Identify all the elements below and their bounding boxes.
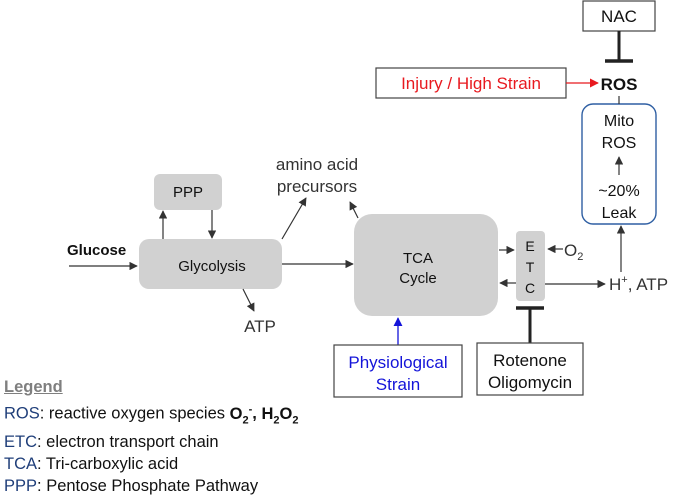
legend: Legend ROS: reactive oxygen species O2-,… (4, 376, 298, 497)
tca-label: TCA (403, 250, 433, 267)
tca-to-amino-arrow (349, 201, 359, 219)
glycolysis-atp-label: ATP (244, 317, 276, 336)
nac-box (582, 0, 656, 32)
o2-base: O (564, 241, 577, 260)
nac-label: NAC (601, 7, 637, 26)
glycolysis-label: Glycolysis (178, 258, 246, 275)
glucose-label: Glucose (67, 242, 126, 259)
h-atp-label: H+, ATP (609, 274, 668, 294)
legend-ros-o: O2- (229, 403, 253, 426)
glycolysis-box (139, 239, 282, 289)
rotenone-box (476, 342, 584, 396)
legend-title: Legend (4, 378, 63, 396)
tca-cycle-box (354, 214, 498, 316)
leak-label: Leak (602, 205, 638, 222)
legend-tca-text: : Tri-carboxylic acid (37, 454, 179, 473)
legend-ros-text: : reactive oxygen species (39, 404, 230, 423)
legend-ros-o2-sub: 2 (292, 413, 299, 426)
oligomycin-label: Oligomycin (488, 373, 572, 392)
glycolysis-to-atp-arrow (242, 288, 255, 312)
h-sup: + (621, 274, 627, 286)
legend-ros-h2o2: H2O2 (261, 404, 299, 426)
legend-etc-abbr: ETC (4, 432, 37, 451)
etc-c-label: C (525, 280, 535, 296)
etc-t-label: T (526, 259, 535, 275)
strain-label: Strain (376, 375, 420, 394)
legend-ros-sep: , (252, 404, 262, 423)
ros-label: ROS (601, 75, 638, 94)
o2-sub: 2 (577, 251, 583, 263)
legend-ros-o-sup: - (248, 403, 253, 415)
h-rest: , ATP (628, 275, 668, 294)
rotenone-label: Rotenone (493, 351, 567, 370)
h-base: H (609, 275, 621, 294)
metabolism-diagram: NAC ROS Injury / High Strain Mito ROS ~2… (67, 0, 668, 398)
legend-ros-o-sub: 2 (242, 413, 249, 426)
precursors-label: precursors (277, 177, 357, 196)
legend-tca-abbr: TCA (4, 454, 37, 473)
injury-label: Injury / High Strain (401, 74, 541, 93)
physio-label: Physiological (348, 353, 447, 372)
etc-e-label: E (525, 238, 534, 254)
ppp-label: PPP (173, 184, 203, 201)
glycolysis-to-amino-arrow (281, 197, 307, 240)
amino-acid-label: amino acid (276, 155, 358, 174)
mito-label: Mito (604, 113, 634, 130)
etc-box (516, 231, 545, 301)
legend-row-ros: ROS: reactive oxygen species O2-, H2O2 (4, 398, 298, 431)
tca-cycle-label: Cycle (399, 270, 437, 287)
legend-etc-text: : electron transport chain (37, 432, 219, 451)
injury-box (375, 67, 567, 99)
o2-label: O2 (564, 241, 583, 263)
mito-ros-label: ROS (602, 135, 637, 152)
leak-percent-label: ~20% (598, 183, 639, 200)
legend-ros-h: H (261, 404, 274, 423)
legend-row-tca: TCA: Tri-carboxylic acid (4, 453, 298, 475)
ppp-box (154, 174, 222, 210)
legend-ros-o-base: O (229, 404, 243, 423)
legend-ros-abbr: ROS (4, 404, 40, 423)
legend-row-etc: ETC: electron transport chain (4, 431, 298, 453)
legend-ros-h-sub: 2 (273, 413, 280, 426)
legend-ros-o2: O (279, 404, 293, 423)
physio-strain-box (333, 344, 463, 398)
